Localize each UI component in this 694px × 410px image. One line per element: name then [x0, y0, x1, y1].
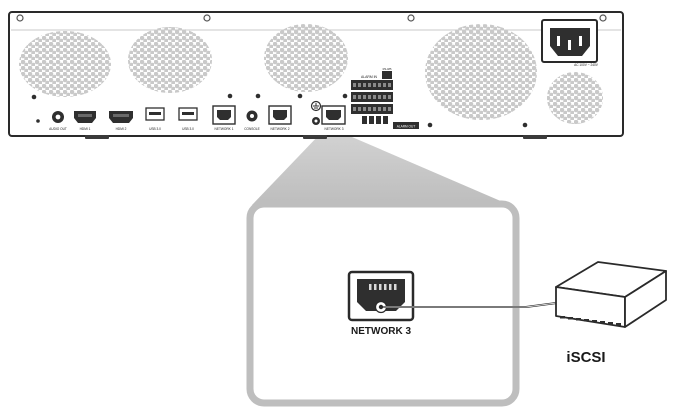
- hdmi-2-port: HDMI 2: [109, 111, 133, 131]
- fan-vent: [264, 24, 348, 92]
- foot-left: [85, 135, 109, 139]
- alarm-terminal-block: ALARM IN RS-485 ALARM OUT: [351, 67, 419, 129]
- zoom-callout: NETWORK 3: [246, 200, 520, 407]
- screw-icon: [407, 14, 415, 22]
- nvr-rear-panel: AC 100V ~ 240V AUDIO OUT HDMI 1 HDMI 2: [8, 11, 624, 139]
- zoom-cone: [252, 134, 510, 205]
- zoom-port-label: NETWORK 3: [351, 326, 411, 337]
- svg-text:HDMI 1: HDMI 1: [80, 127, 91, 131]
- network-3-port: NETWORK 3: [321, 105, 346, 131]
- audio-out-port: AUDIO OUT: [49, 111, 67, 131]
- iscsi-label: iSCSI: [566, 349, 605, 366]
- rs485-label: RS-485: [383, 67, 392, 71]
- svg-text:NETWORK 3: NETWORK 3: [325, 127, 344, 131]
- network-3-port-zoomed: [347, 270, 415, 322]
- svg-text:HDMI 2: HDMI 2: [116, 127, 127, 131]
- iscsi-storage-device: iSCSI: [555, 261, 667, 366]
- foot-right: [523, 135, 547, 139]
- svg-text:NETWORK 1: NETWORK 1: [215, 127, 234, 131]
- svg-text:USB 3.0: USB 3.0: [149, 127, 161, 131]
- screw-icon: [599, 14, 607, 22]
- ground-terminal: [310, 100, 322, 125]
- alarm-in-label: ALARM IN: [361, 75, 378, 79]
- fan-vent: [128, 27, 212, 93]
- fan-vent: [425, 24, 537, 120]
- usb-port-2: USB 3.0: [178, 107, 198, 131]
- screw-icon: [16, 14, 24, 22]
- network-1-port: NETWORK 1: [212, 105, 236, 131]
- alarm-out-label: ALARM OUT: [397, 125, 416, 129]
- svg-text:AUDIO OUT: AUDIO OUT: [49, 127, 67, 131]
- power-label: AC 100V ~ 240V: [574, 63, 599, 67]
- foot-mid: [303, 135, 327, 139]
- svg-text:NETWORK 2: NETWORK 2: [271, 127, 290, 131]
- screw-icon: [203, 14, 211, 22]
- fan-vent: [19, 31, 111, 97]
- console-port: CONSOLE: [244, 110, 260, 131]
- network-2-port: NETWORK 2: [268, 105, 292, 131]
- usb-port-1: USB 3.0: [145, 107, 165, 131]
- hdmi-1-port: HDMI 1: [74, 111, 96, 131]
- svg-text:USB 3.0: USB 3.0: [182, 127, 194, 131]
- svg-text:CONSOLE: CONSOLE: [244, 127, 260, 131]
- power-inlet: AC 100V ~ 240V: [541, 19, 599, 67]
- fan-vent: [547, 72, 603, 124]
